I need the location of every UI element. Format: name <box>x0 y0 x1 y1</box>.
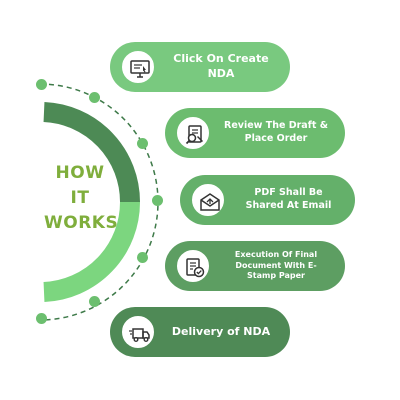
step-label: Execution Of Final Document With E-Stamp… <box>234 249 318 281</box>
icon-badge <box>120 314 156 350</box>
icon-badge <box>175 248 211 284</box>
step-create-nda[interactable]: Click On Create NDA <box>110 42 290 92</box>
document-review-icon <box>185 125 203 145</box>
connector-dot <box>89 92 100 103</box>
connector-dot <box>137 252 148 263</box>
connector-dot <box>137 138 148 149</box>
connector-dot <box>152 195 163 206</box>
icon-badge <box>120 49 156 85</box>
step-execution-estamp[interactable]: Execution Of Final Document With E-Stamp… <box>165 241 345 291</box>
hub-title-it: IT <box>70 188 90 208</box>
hub-arc-light <box>43 201 141 302</box>
step-review-draft[interactable]: Review The Draft & Place Order <box>165 108 345 158</box>
step-delivery[interactable]: Delivery of NDA <box>110 307 290 357</box>
hub-title-works: WORKS <box>44 213 119 233</box>
connector-dot <box>36 313 47 324</box>
hub-arc-dark <box>43 102 141 203</box>
step-label: Delivery of NDA <box>171 324 271 338</box>
step-pdf-email[interactable]: PDF Shall Be Shared At Email <box>180 175 355 225</box>
connector-dot <box>89 296 100 307</box>
icon-badge <box>190 182 226 218</box>
email-envelope-icon <box>200 193 220 211</box>
icon-badge <box>175 115 211 151</box>
step-label: PDF Shall Be Shared At Email <box>245 187 332 211</box>
step-label: Click On Create NDA <box>173 52 269 80</box>
connector-dot <box>36 79 47 90</box>
step-label: Review The Draft & Place Order <box>224 120 328 144</box>
hub-title-how: HOW <box>55 163 105 183</box>
stamped-document-icon <box>186 258 205 278</box>
delivery-truck-icon <box>129 328 150 342</box>
computer-monitor-icon <box>130 60 150 78</box>
